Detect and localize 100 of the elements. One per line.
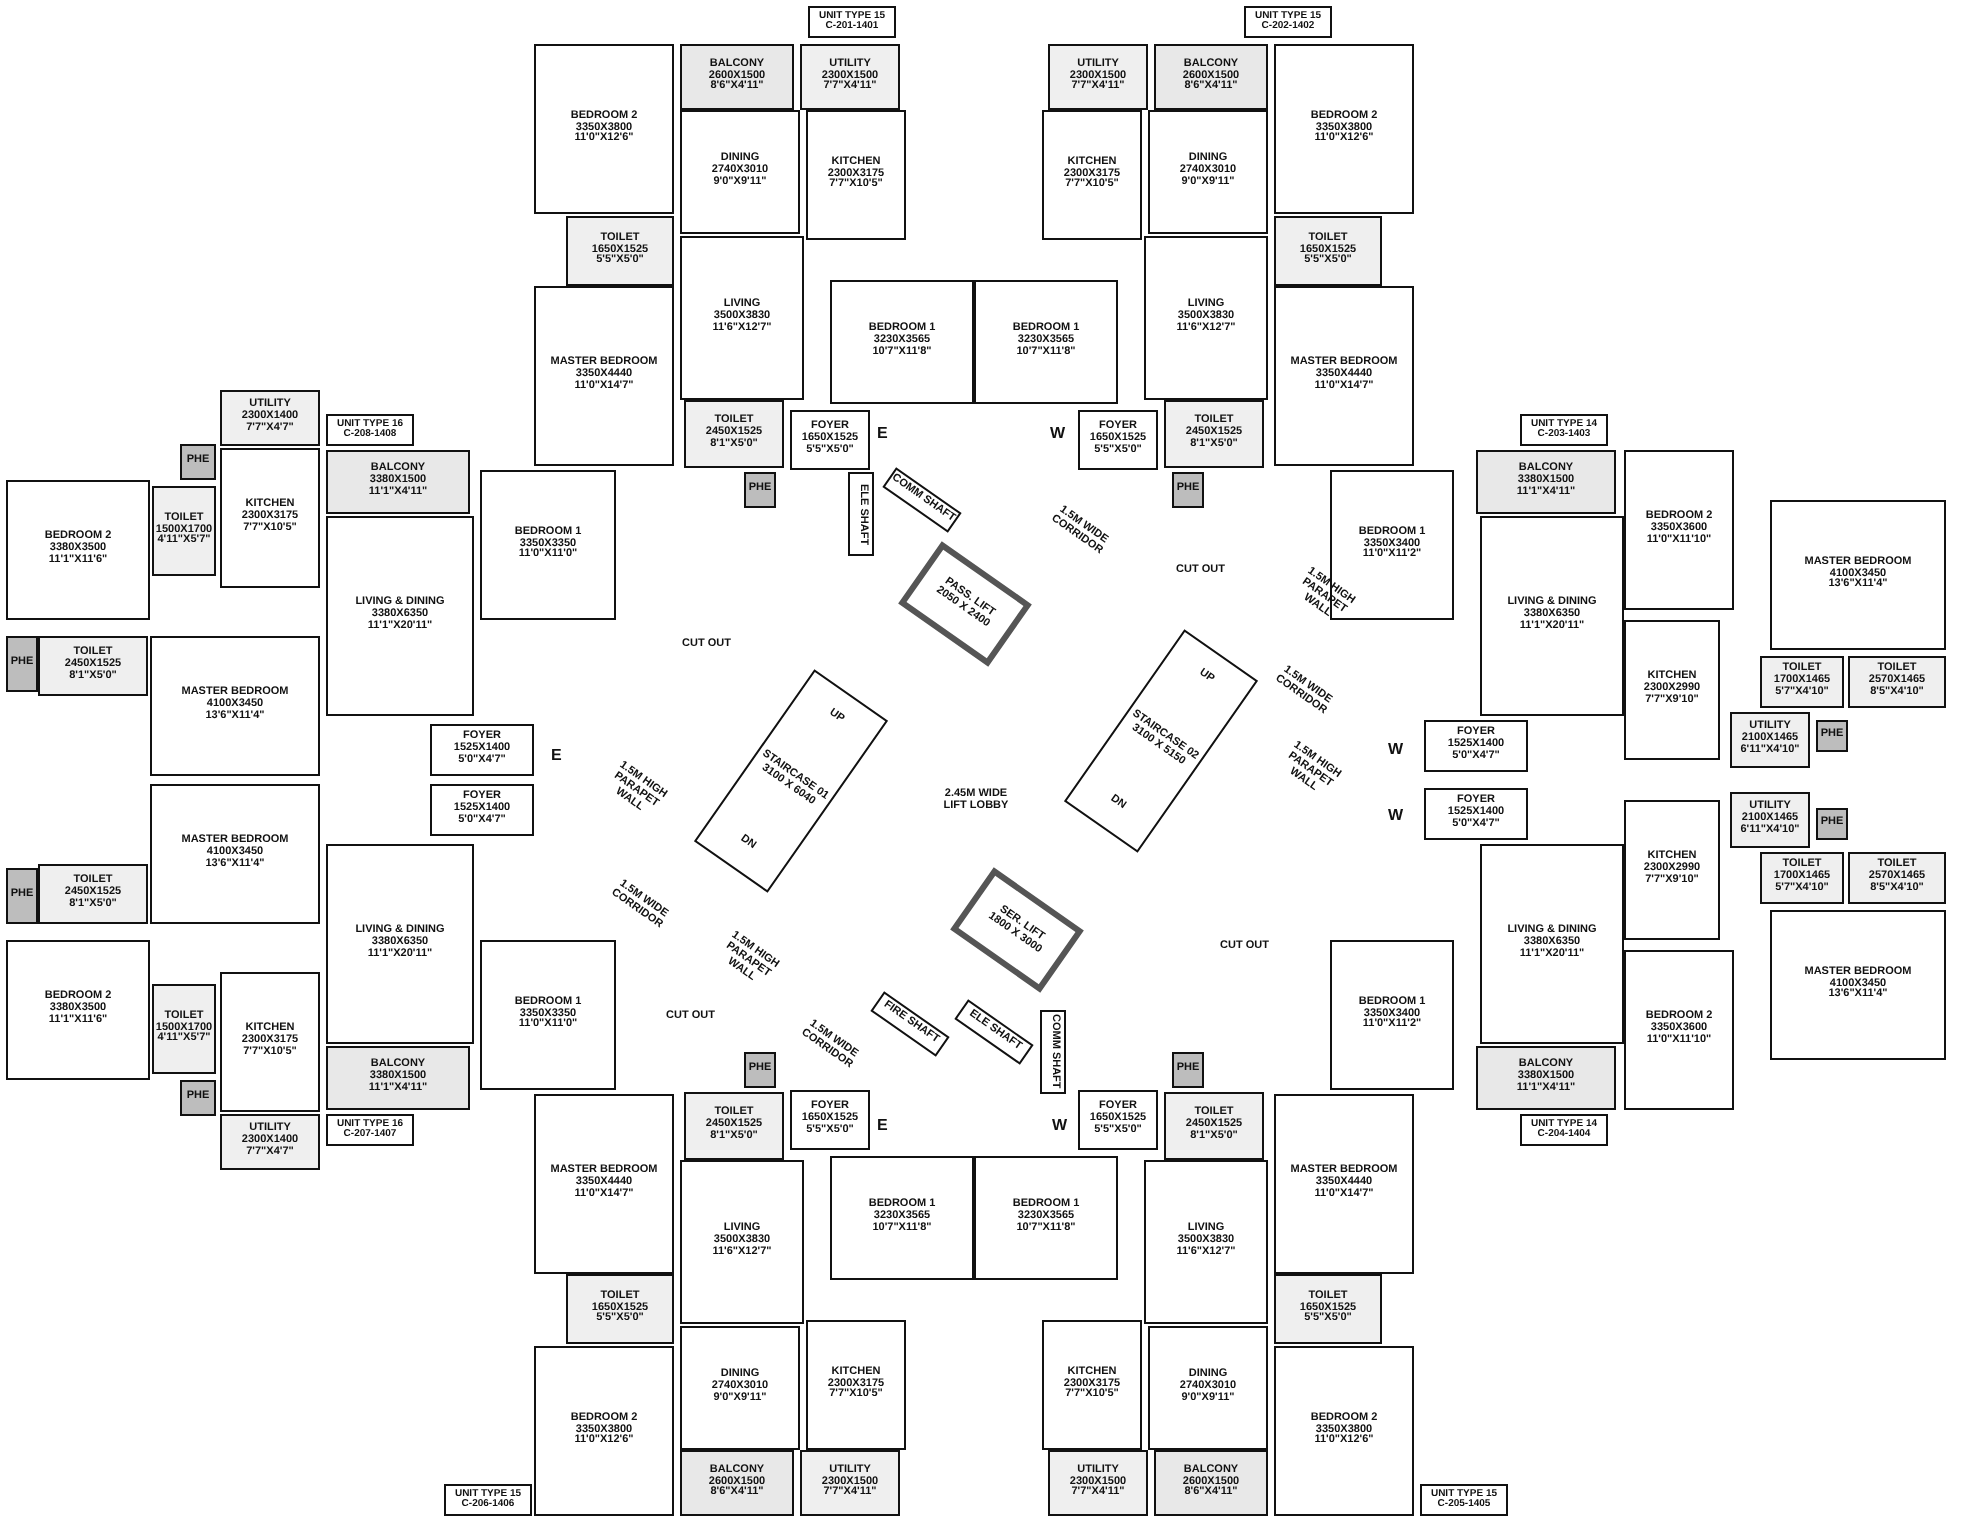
room-outline	[1730, 712, 1810, 768]
room-outline	[534, 1346, 674, 1516]
room-outline	[480, 470, 616, 620]
entrance-label: W	[1388, 807, 1404, 825]
shaft-box	[1816, 808, 1848, 840]
balcony-outline	[1154, 44, 1268, 110]
room-outline	[1624, 800, 1720, 940]
room-outline	[6, 940, 150, 1080]
room-outline	[1164, 1092, 1264, 1160]
room-outline	[152, 486, 216, 576]
room-outline	[1274, 216, 1382, 286]
room-outline	[38, 864, 148, 924]
balcony-outline	[326, 1046, 470, 1110]
shaft-box	[180, 1080, 216, 1116]
room-outline	[1760, 656, 1844, 708]
shaft-box	[744, 1052, 776, 1088]
room-outline	[566, 216, 674, 286]
shaft-box	[1172, 472, 1204, 508]
unit-tag	[326, 414, 414, 446]
room-outline	[566, 1274, 674, 1344]
room-outline	[680, 1160, 804, 1324]
balcony-outline	[1476, 1046, 1616, 1110]
room-outline	[1274, 286, 1414, 466]
room-outline	[1164, 400, 1264, 468]
room-outline	[220, 1114, 320, 1170]
room-outline	[150, 784, 320, 924]
room-outline	[220, 390, 320, 446]
room-outline	[790, 1090, 870, 1150]
room-outline	[6, 480, 150, 620]
room-outline	[1624, 950, 1734, 1110]
room-outline	[480, 940, 616, 1090]
room-outline	[326, 844, 474, 1044]
room-outline	[430, 724, 534, 776]
shaft-box	[6, 868, 38, 924]
room-outline	[1480, 844, 1624, 1044]
room-outline	[1148, 1326, 1268, 1450]
shaft-box	[1040, 1010, 1066, 1094]
room-outline	[534, 44, 674, 214]
room-outline	[1624, 450, 1734, 610]
room-outline	[1424, 788, 1528, 840]
room-outline	[974, 1156, 1118, 1280]
room-outline	[1770, 910, 1946, 1060]
balcony-outline	[326, 450, 470, 514]
room-outline	[1048, 44, 1148, 110]
room-outline	[1274, 44, 1414, 214]
unit-tag	[1420, 1484, 1508, 1516]
room-outline	[152, 984, 216, 1074]
room-outline	[1042, 1320, 1142, 1450]
room-outline	[1048, 1450, 1148, 1516]
room-outline	[1274, 1274, 1382, 1344]
room-outline	[800, 44, 900, 110]
room-outline	[800, 1450, 900, 1516]
room-outline	[806, 1320, 906, 1450]
entrance-label: W	[1388, 741, 1404, 759]
entrance-label: E	[877, 1117, 888, 1135]
unit-tag	[808, 6, 896, 38]
room-outline	[220, 972, 320, 1112]
room-outline	[1848, 852, 1946, 904]
room-outline	[1848, 656, 1946, 708]
room-outline	[684, 1092, 784, 1160]
room-outline	[1078, 410, 1158, 470]
room-outline	[1148, 110, 1268, 234]
room-outline	[1730, 792, 1810, 848]
room-outline	[1274, 1094, 1414, 1274]
room-outline	[680, 236, 804, 400]
entrance-label: W	[1052, 1117, 1068, 1135]
unit-tag	[1520, 414, 1608, 446]
unit-tag	[444, 1484, 532, 1516]
balcony-outline	[680, 1450, 794, 1516]
room-outline	[1770, 500, 1946, 650]
room-outline	[220, 448, 320, 588]
room-outline	[326, 516, 474, 716]
room-outline	[150, 636, 320, 776]
room-outline	[830, 280, 974, 404]
room-outline	[534, 286, 674, 466]
room-outline	[1144, 236, 1268, 400]
room-outline	[38, 636, 148, 696]
shaft-box	[1172, 1052, 1204, 1088]
room-outline	[680, 1326, 800, 1450]
shaft-box	[848, 472, 874, 556]
room-outline	[790, 410, 870, 470]
room-outline	[806, 110, 906, 240]
room-outline	[1624, 620, 1720, 760]
room-outline	[1760, 852, 1844, 904]
shaft-box	[180, 444, 216, 480]
entrance-label: E	[551, 747, 562, 765]
entrance-label: E	[877, 425, 888, 443]
unit-tag	[1244, 6, 1332, 38]
room-outline	[1424, 720, 1528, 772]
unit-tag	[1520, 1114, 1608, 1146]
balcony-outline	[1476, 450, 1616, 514]
room-outline	[1144, 1160, 1268, 1324]
room-outline	[1078, 1090, 1158, 1150]
unit-tag	[326, 1114, 414, 1146]
balcony-outline	[680, 44, 794, 110]
room-outline	[680, 110, 800, 234]
shaft-box	[1816, 720, 1848, 752]
room-outline	[1042, 110, 1142, 240]
shaft-box	[6, 636, 38, 692]
room-outline	[1274, 1346, 1414, 1516]
